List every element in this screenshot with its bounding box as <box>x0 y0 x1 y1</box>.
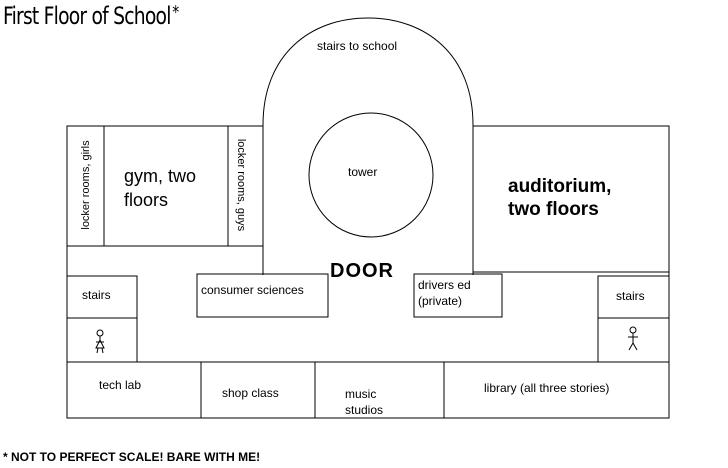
auditorium-label-line2: two floors <box>508 199 599 220</box>
auditorium-label-line1: auditorium, <box>508 176 612 197</box>
gym-label-line2: floors <box>124 190 169 210</box>
drivers-ed-label-line2: (private) <box>418 294 463 308</box>
consumer-sciences-label: consumer sciences <box>201 283 304 297</box>
music-studios-label-line1: music <box>345 387 377 401</box>
stairs-to-school-label: stairs to school <box>317 39 398 53</box>
drivers-ed-box <box>413 273 503 318</box>
bottom-row <box>66 361 670 419</box>
shop-class-label: shop class <box>222 386 279 400</box>
girls-restroom-box <box>66 317 138 363</box>
page-title: First Floor of School* <box>3 2 179 30</box>
music-studios-label-line2: studios <box>345 403 384 417</box>
tech-lab-label: tech lab <box>99 378 142 392</box>
door-label: DOOR <box>330 260 394 282</box>
male-restroom-icon <box>628 326 638 351</box>
locker-girls-label: locker rooms, girls <box>80 140 92 230</box>
female-restroom-icon <box>95 329 105 354</box>
auditorium-block <box>472 125 670 273</box>
locker-guys-label: locker rooms, guys <box>235 138 247 232</box>
stairs-left-label: stairs <box>82 288 111 302</box>
tower-circle <box>308 112 434 238</box>
gym-label-line1: gym, two <box>124 166 197 186</box>
consumer-sciences-box <box>196 273 329 318</box>
stairs-to-school-arch <box>262 17 474 275</box>
drivers-ed-label-line1: drivers ed <box>418 278 471 292</box>
library-label: library (all three stories) <box>484 381 610 395</box>
tower-label: tower <box>348 165 378 179</box>
footnote: * NOT TO PERFECT SCALE! BARE WITH ME! <box>3 450 261 464</box>
title-asterisk: * <box>172 2 179 23</box>
stairs-right-label: stairs <box>616 289 645 303</box>
